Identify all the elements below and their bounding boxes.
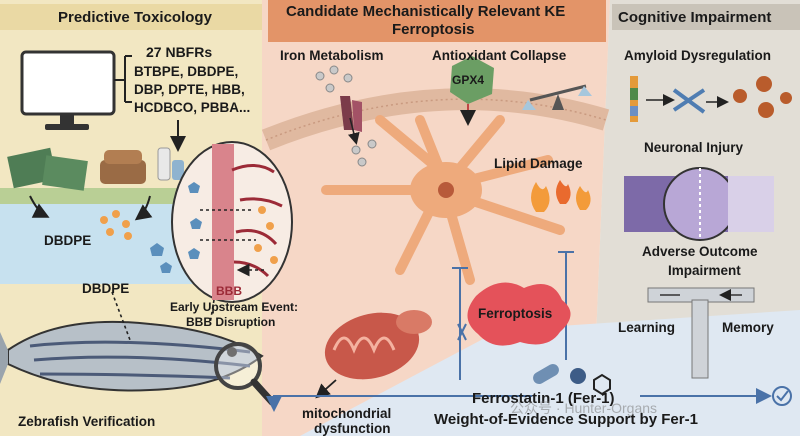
check-icon [772,386,792,406]
fer1-to-mito-arrow [266,395,532,412]
iron-particles [315,65,377,167]
right-header-bar [612,4,800,30]
memory-label: Memory [722,320,774,335]
bbb-oval [171,141,293,303]
right-panel-title: Cognitive Impairment [618,9,772,26]
middle-header-bar [268,0,606,42]
adverse-label-1: Adverse Outcome [642,244,758,259]
zebrafish-label: Zebrafish Verification [18,414,156,429]
middle-panel-title-2: Ferroptosis [392,21,475,38]
balance-icon [522,84,592,110]
histology-image [624,167,774,241]
fer1-label: Ferrostatin-1 (Fer-1) [472,390,615,407]
circuit-boards-icon [7,147,88,191]
early-event-2: BBB Disruption [186,315,276,329]
fish-dashed-line [111,291,131,341]
amyloid-label: Amyloid Dysregulation [624,48,772,63]
t-maze-icon [647,288,755,379]
lipid-label: Lipid Damage [494,156,583,171]
zebrafish-icon [0,320,264,392]
mitochondria-icon [324,310,432,380]
nbfrs-list-1: BTBPE, DBDPE, [134,64,239,79]
nbfrs-list-3: HCDBCO, PBBA... [134,100,251,115]
sofa-icon [100,150,146,184]
dbdpe-particles [100,210,132,240]
flame-icons [531,180,591,212]
left-panel-title: Predictive Toxicology [58,9,212,26]
dbdpe-fish-label: DBDPE [82,281,130,296]
nbfrs-count: 27 NBFRs [146,44,213,60]
mito-arrow [315,379,337,399]
dbdpe-water-label: DBDPE [44,233,92,248]
neuron-icon [321,115,565,285]
middle-panel-title-1: Candidate Mechanistically Relevant KE [286,3,566,20]
nbfr-bracket [114,55,132,103]
antioxidant-label: Antioxidant Collapse [432,48,567,63]
bbb-dashed-line [209,299,215,325]
gpx4-label: GPX4 [452,73,485,87]
gpx4-icon [450,56,494,126]
water-arrow-left [29,195,50,218]
mito-label-2: dysfunction [314,421,391,436]
bottles-icon [157,147,184,181]
left-header-bar [0,4,262,30]
iron-label: Iron Metabolism [280,48,384,63]
ferroptosis-splat [467,282,571,346]
computer-icon [20,50,116,130]
nbfrs-list-2: DBP, DPTE, HBB, [134,82,245,97]
bbb-label: BBB [216,284,242,298]
neuronal-label: Neuronal Injury [644,140,744,155]
early-event-1: Early Upstream Event: [170,300,299,314]
iron-arrow [347,117,360,145]
mito-label-1: mitochondrial [302,406,392,421]
pills-icon [533,364,611,396]
water-arrow-right [134,195,153,221]
mito-inhibit-line [457,323,467,341]
ferroptosis-label: Ferroptosis [478,306,553,321]
weight-label: Weight-of-Evidence Support by Fer-1 [434,411,698,428]
adverse-label-2: Impairment [668,263,741,278]
dbdpe-molecule-outside [150,243,172,273]
inhibit-line-left [452,267,468,380]
amyloid-icon [630,76,792,122]
watermark: 公众号 · Hunter-Organs [510,400,658,416]
learning-label: Learning [618,320,676,335]
